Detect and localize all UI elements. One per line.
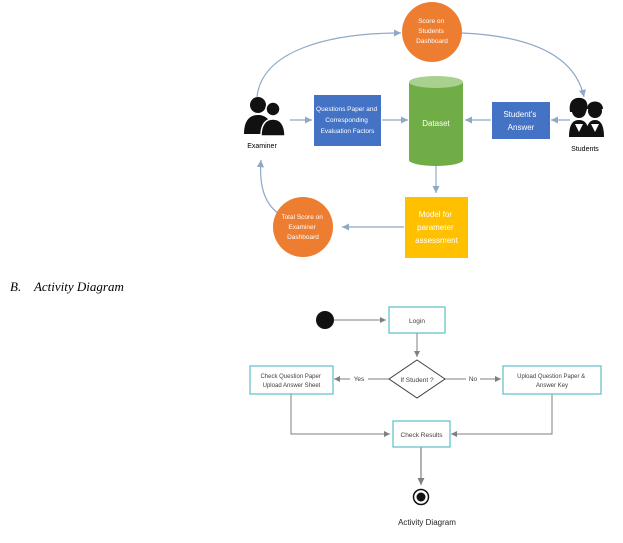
svg-text:Model for parameter: Model for parameter assessment <box>415 210 458 245</box>
check-results-node <box>392 420 451 448</box>
svg-text:Upload Question Paper &: Upload Question Paper & Answer Key <box>517 374 587 389</box>
svg-text:Total Score on Examiner: Total Score on Examiner Dashboard <box>281 214 324 241</box>
login-node <box>388 306 446 334</box>
model-node <box>405 197 468 258</box>
examiner-icon <box>244 97 286 137</box>
start-node <box>316 311 334 329</box>
activity-caption: Activity Diagram <box>398 518 456 527</box>
dataset-node <box>409 76 463 166</box>
no-label: No <box>469 376 478 383</box>
arrow-examiner-to-score <box>256 29 402 98</box>
login-label: Login <box>409 318 425 325</box>
students-label: Students <box>571 146 599 153</box>
arrow-total-to-examiner <box>256 159 282 216</box>
svg-text:Check Question Paper Upl: Check Question Paper Upload Answer Sheet <box>260 374 322 389</box>
edge-right-to-results <box>451 394 553 437</box>
upload-question-node <box>502 365 602 395</box>
dataset-label: Dataset <box>422 119 450 128</box>
yes-label: Yes <box>354 376 365 383</box>
questions-paper-node <box>314 95 381 146</box>
decision-label: If Student ? <box>400 377 434 384</box>
edge-left-to-results <box>290 394 390 437</box>
students-answer-node <box>492 102 550 139</box>
score-students-node <box>402 2 462 62</box>
arrow-score-to-students <box>461 32 587 98</box>
check-question-node <box>249 365 334 395</box>
decision-node <box>388 359 446 399</box>
total-score-node <box>273 197 333 257</box>
flow-diagram: Score on Students Dashboard Examiner Que… <box>244 2 604 258</box>
examiner-label: Examiner <box>247 143 277 150</box>
activity-diagram: Yes No Login If Student ? Check Question… <box>249 306 602 527</box>
end-node <box>412 488 430 506</box>
svg-text:Questions Paper and Corr: Questions Paper and Corresponding Evalua… <box>316 106 379 135</box>
svg-text:Score on Students: Score on Students Dashboard <box>416 18 448 45</box>
section-heading: B. Activity Diagram <box>10 279 124 294</box>
svg-text:Student's Answer: Student's Answer <box>503 110 538 132</box>
check-results-label: Check Results <box>401 432 444 439</box>
students-icon <box>569 97 604 137</box>
